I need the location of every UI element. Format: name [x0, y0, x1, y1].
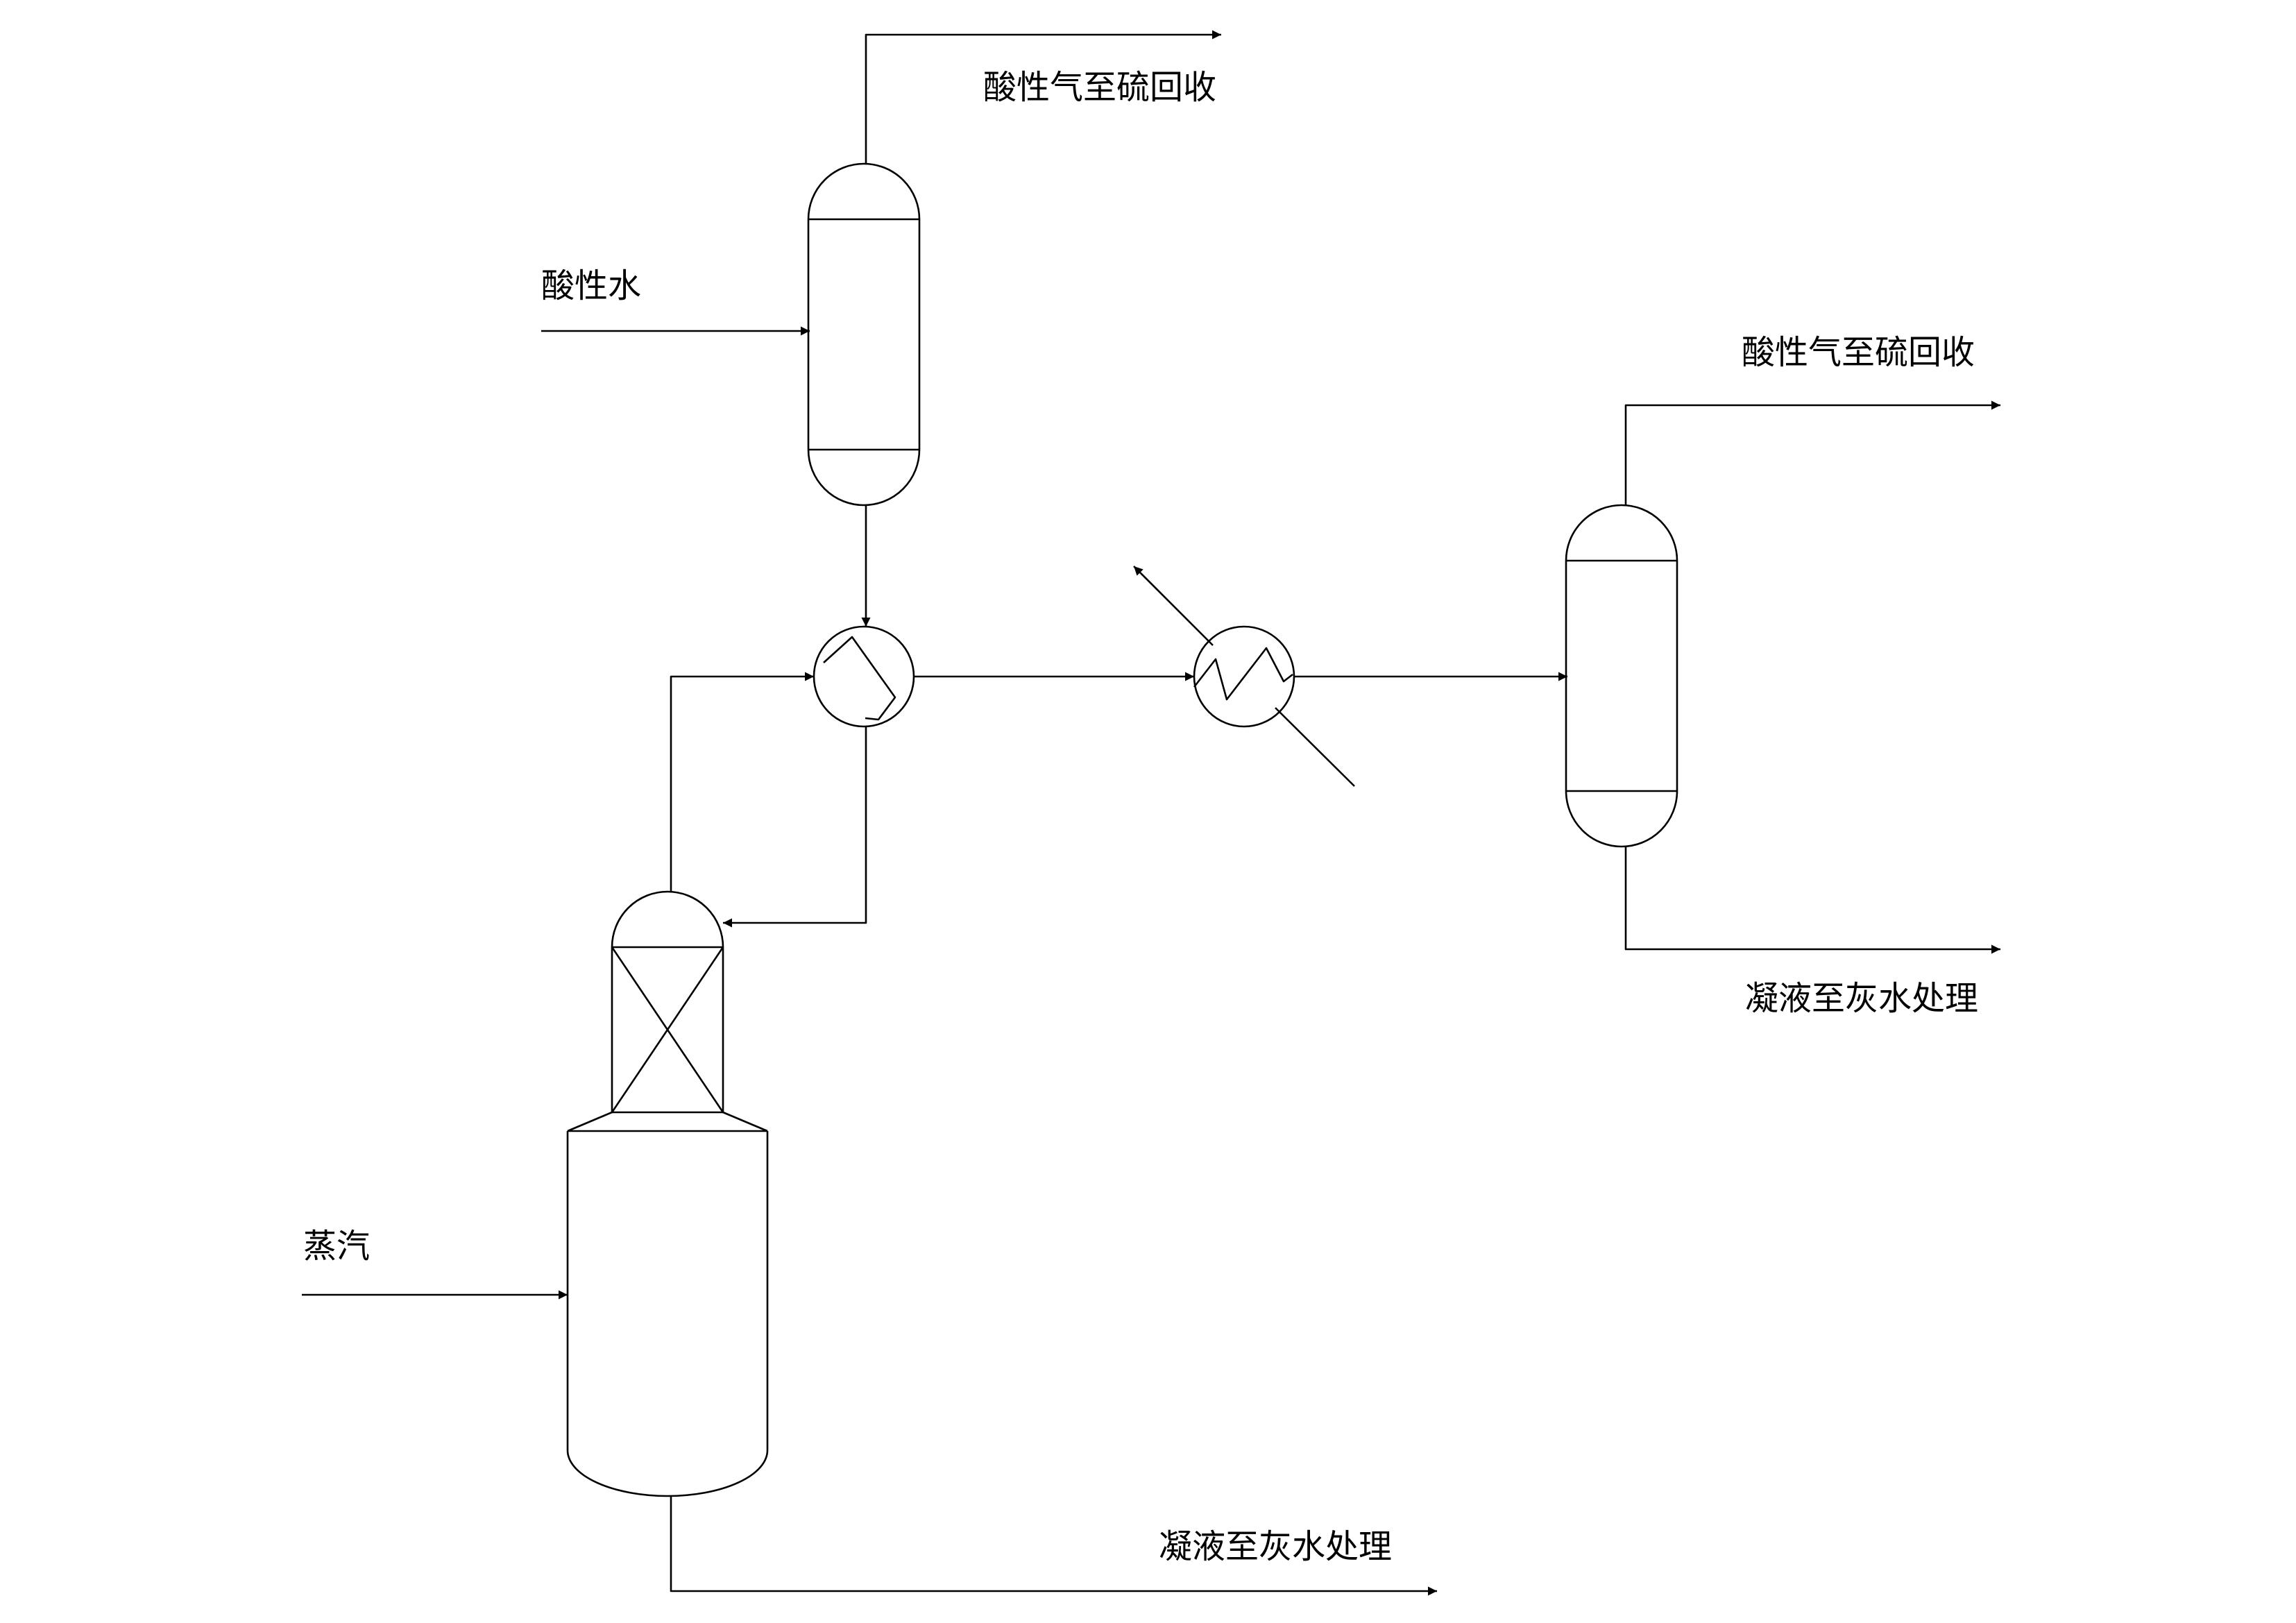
- label-acid-gas-out-right: 酸性气至硫回收: [1742, 333, 1975, 372]
- label-sour-water-in: 酸性水: [541, 266, 641, 305]
- label-condensate-out-right: 凝液至灰水处理: [1745, 979, 1978, 1018]
- stripper-column: [566, 890, 769, 1497]
- process-lines: [302, 30, 2000, 1596]
- top-flash-drum: [807, 162, 921, 507]
- label-steam-in: 蒸汽: [303, 1227, 370, 1266]
- feed-effluent-exchanger: [813, 625, 915, 728]
- right-separator-drum: [1565, 504, 1678, 848]
- label-acid-gas-out-top: 酸性气至硫回收: [983, 68, 1216, 107]
- label-condensate-out-bottom: 凝液至灰水处理: [1159, 1527, 1392, 1566]
